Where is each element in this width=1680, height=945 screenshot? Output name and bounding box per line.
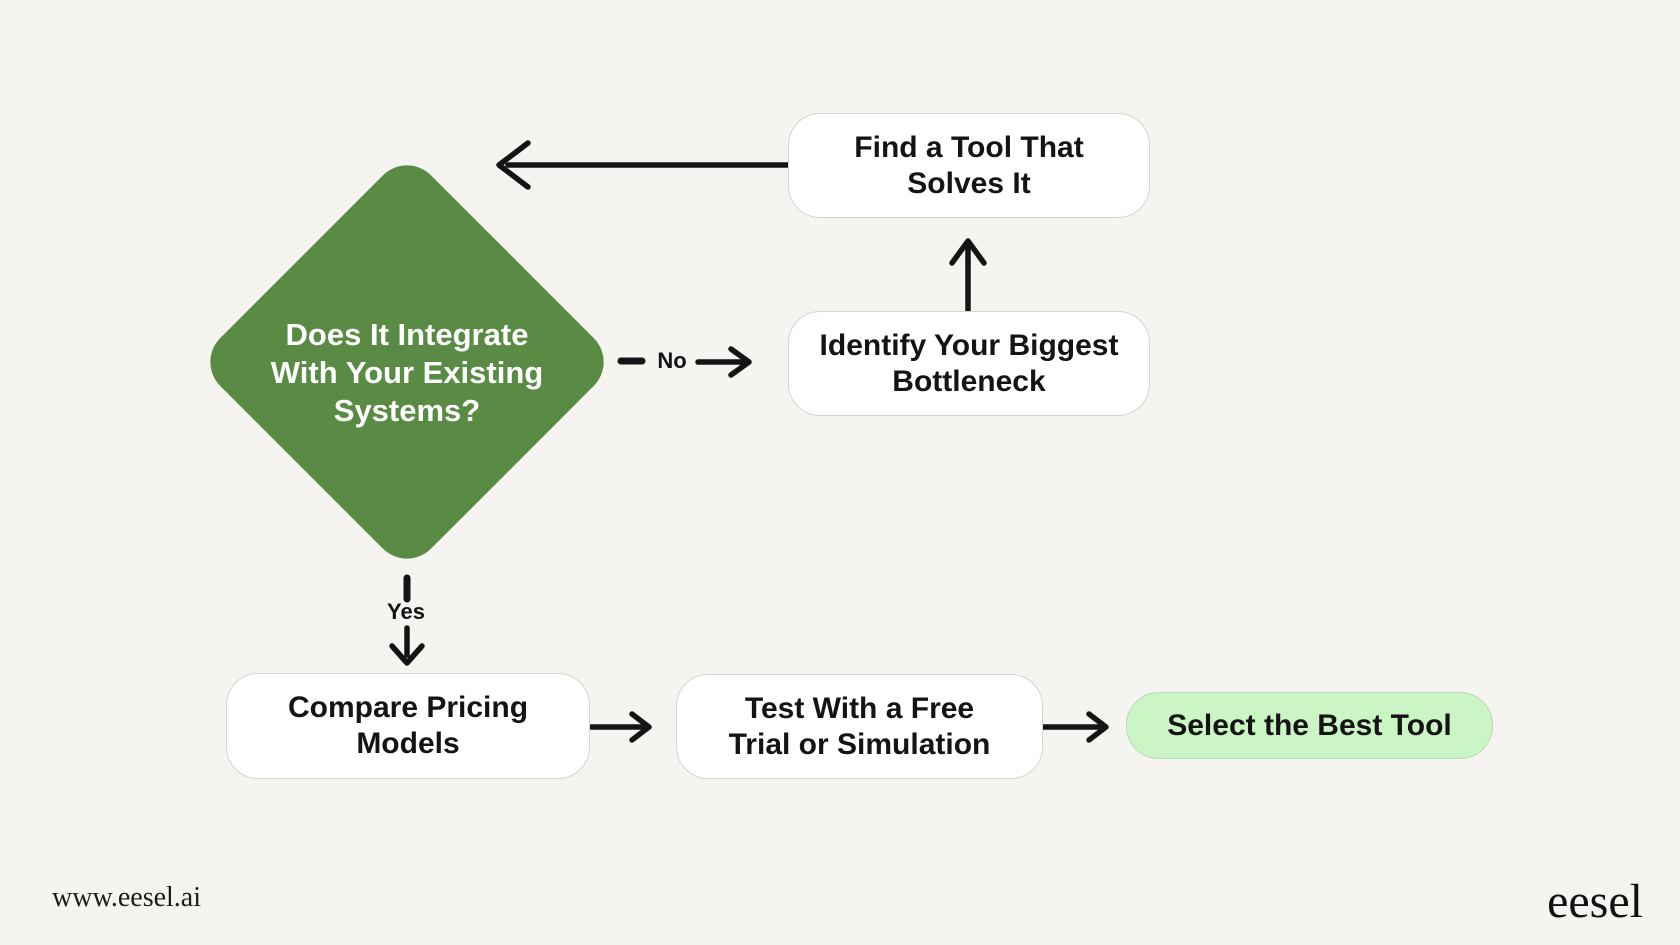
arrow-find-to-decision <box>496 140 791 190</box>
node-identify-bottleneck: Identify Your Biggest Bottleneck <box>788 311 1150 416</box>
node-select-best-tool: Select the Best Tool <box>1126 692 1493 759</box>
arrow-no-to-identify <box>695 346 752 378</box>
arrow-yes-to-compare <box>389 625 425 666</box>
edge-label-no: No <box>657 348 687 373</box>
decision-label: Does It Integrate With Your Existing Sys… <box>270 317 544 428</box>
arrow-test-to-select <box>1040 711 1109 743</box>
node-find-tool: Find a Tool That Solves It <box>788 113 1150 218</box>
edge-label-yes: Yes <box>387 599 425 624</box>
arrow-identify-to-find <box>949 238 987 313</box>
node-test-trial: Test With a Free Trial or Simulation <box>676 674 1043 779</box>
node-compare-pricing: Compare Pricing Models <box>226 673 590 779</box>
brand-logo: eesel <box>1547 875 1643 928</box>
arrow-compare-to-test <box>588 711 652 743</box>
site-url: www.eesel.ai <box>52 882 202 913</box>
